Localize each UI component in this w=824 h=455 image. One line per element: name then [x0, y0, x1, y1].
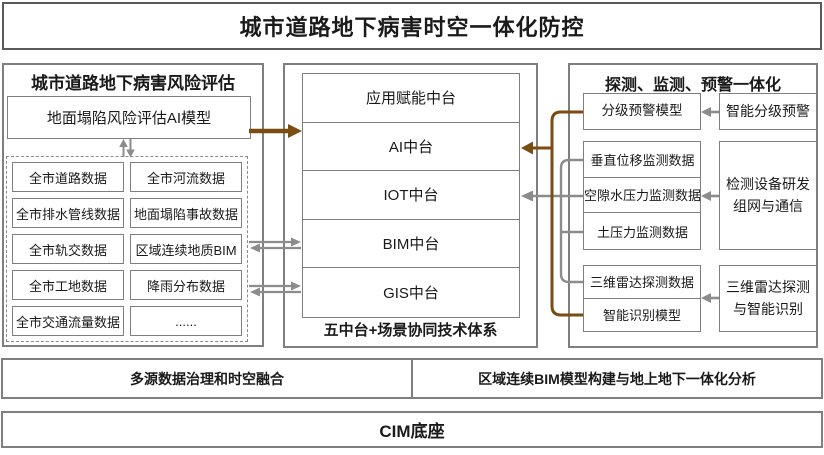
ai-model-label: 地面塌陷风险评估AI模型: [46, 110, 212, 127]
data-grid-cell-roads: 全市道路数据: [12, 162, 124, 192]
foundation-bar: 多源数据治理和时空融合 区域连续BIM模型构建与地上地下一体化分析: [1, 358, 823, 399]
data-grid-cell-rainfall: 降雨分布数据: [130, 270, 242, 300]
radar-data-stack: 三维雷达探测数据 智能识别模型: [583, 265, 701, 332]
data-grid-cell-construction-sites: 全市工地数据: [12, 270, 124, 300]
cim-base-bar: CIM底座: [1, 411, 823, 448]
platform-panel: 应用赋能中台 AI中台 IOT中台 BIM中台 GIS中台 五中台+场景协同技术…: [283, 63, 538, 348]
platform-stack: 应用赋能中台 AI中台 IOT中台 BIM中台 GIS中台: [302, 73, 520, 318]
cim-base-label: CIM底座: [379, 422, 445, 441]
data-grid-cell-geology-bim: 区域连续地质BIM: [130, 234, 242, 264]
platform-caption: 五中台+场景协同技术体系: [323, 322, 498, 339]
data-governance-label: 多源数据治理和时空融合: [3, 360, 413, 397]
risk-assessment-title: 城市道路地下病害风险评估: [31, 74, 235, 93]
banner: 城市道路地下病害时空一体化防控: [2, 2, 822, 50]
smart-grading-warning-box: 智能分级预警: [719, 93, 817, 130]
detection-monitoring-panel: 探测、监测、预警一体化 分级预警模型 智能分级预警 垂直位移监测数据 空隙水压力…: [568, 63, 818, 348]
data-grid-cell-collapse-accidents: 地面塌陷事故数据: [130, 198, 242, 228]
detection-device-box: 检测设备研发 组网与通信: [719, 141, 817, 250]
platform-row-gis: GIS中台: [383, 285, 439, 303]
intelligent-recognition-model: 智能识别模型: [602, 308, 681, 324]
detection-panel-title: 探测、监测、预警一体化: [604, 77, 781, 94]
platform-row-bim: BIM中台: [303, 220, 519, 269]
platform-row-ai: AI中台: [303, 123, 519, 172]
data-grid-cell-rivers: 全市河流数据: [130, 162, 242, 192]
monitoring-data-stack: 垂直位移监测数据 空隙水压力监测数据 土压力监测数据: [583, 141, 702, 250]
radar-detection-recognition-box: 三维雷达探测 与智能识别: [719, 265, 817, 332]
platform-row-application: 应用赋能中台: [303, 74, 519, 123]
city-data-grid: 全市道路数据 全市河流数据 全市排水管线数据 地面塌陷事故数据 全市轨交数据 区…: [6, 156, 248, 342]
platform-row-iot: IOT中台: [303, 171, 519, 220]
bim-analysis-label: 区域连续BIM模型构建与地上地下一体化分析: [478, 370, 756, 387]
earth-pressure-data: 土压力监测数据: [597, 224, 689, 240]
data-grid-cell-rail-transit: 全市轨交数据: [12, 234, 124, 264]
vertical-displacement-data: 垂直位移监测数据: [584, 142, 702, 178]
banner-title: 城市道路地下病害时空一体化防控: [239, 15, 585, 40]
grading-warning-model-box: 分级预警模型: [583, 93, 701, 130]
data-grid-cell-drainage: 全市排水管线数据: [12, 198, 124, 228]
data-grid-cell-ellipsis: ......: [130, 306, 242, 336]
data-grid-cell-traffic-flow: 全市交通流量数据: [12, 306, 124, 336]
ai-model-box: 地面塌陷风险评估AI模型: [7, 96, 251, 139]
radar-detection-data: 三维雷达探测数据: [584, 266, 700, 299]
risk-assessment-panel: 城市道路地下病害风险评估 地面塌陷风险评估AI模型 全市道路数据 全市河流数据 …: [2, 63, 264, 347]
pore-water-pressure-data: 空隙水压力监测数据: [584, 178, 702, 214]
